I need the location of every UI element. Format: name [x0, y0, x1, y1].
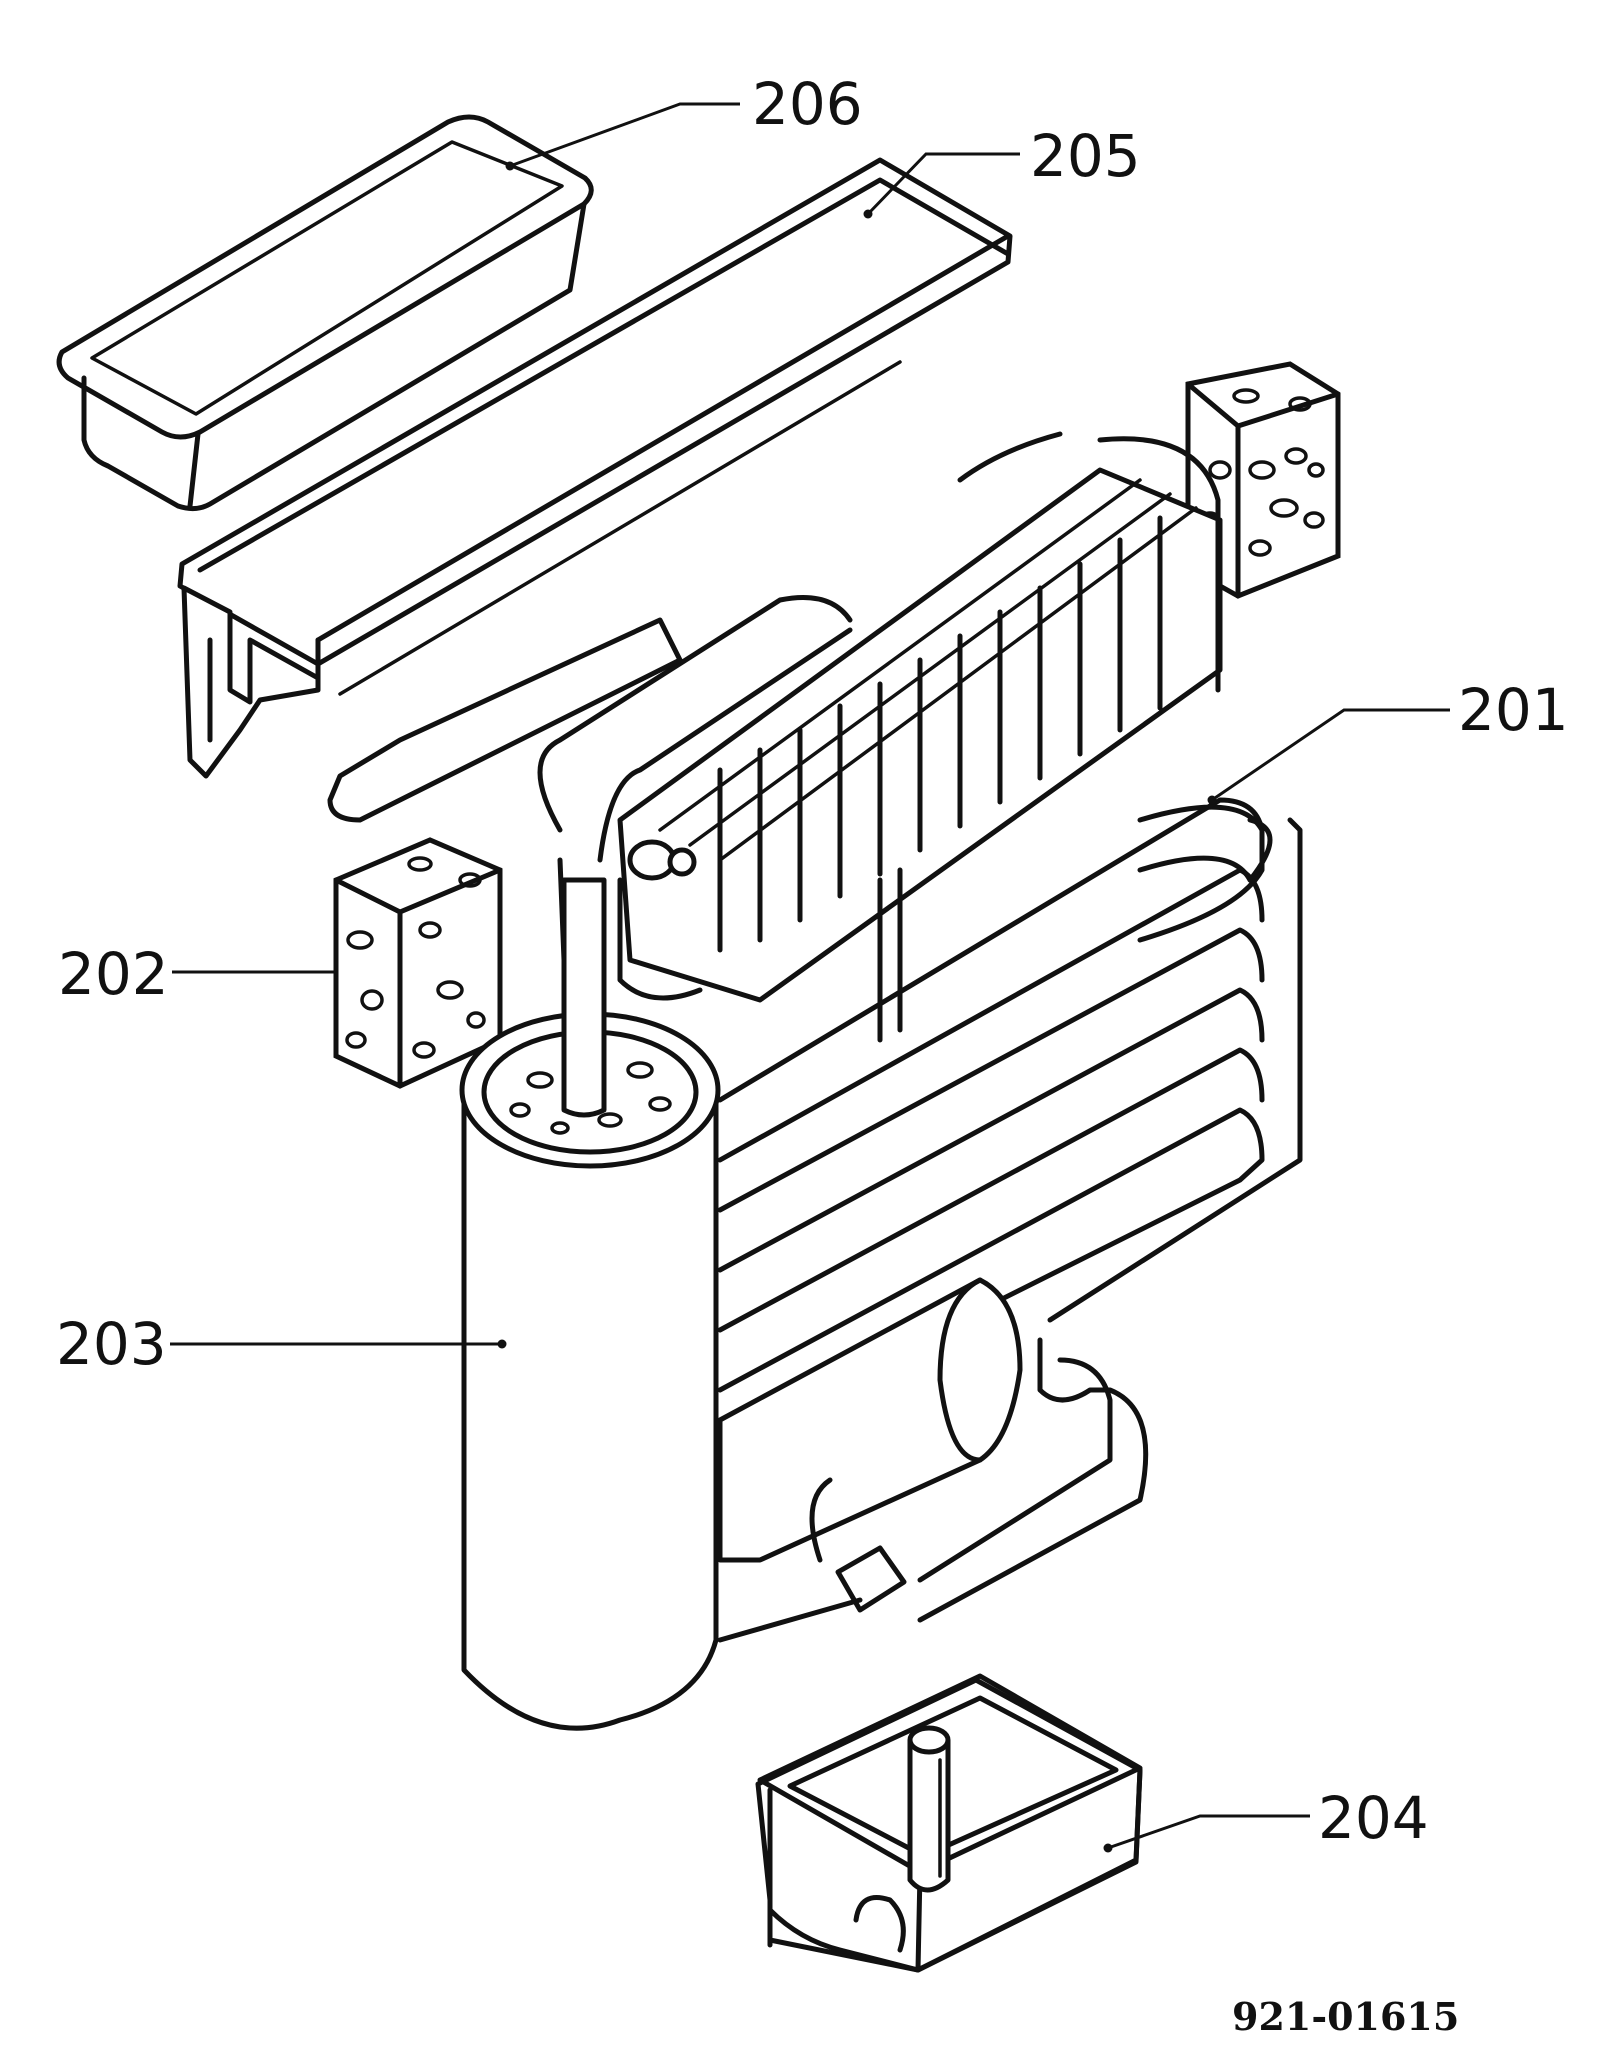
label-204: 204	[1318, 1784, 1429, 1852]
callout-203: 203	[56, 1310, 507, 1378]
coil-stack	[717, 797, 1303, 1443]
part-201-cooling-unit	[327, 431, 1303, 1643]
fin-set	[717, 515, 1163, 953]
callout-204: 204	[1103, 1784, 1429, 1853]
label-206: 206	[752, 70, 863, 138]
part-203-cylinder	[459, 877, 721, 1731]
label-202: 202	[58, 940, 169, 1008]
label-203: 203	[56, 1310, 167, 1378]
part-204-container	[755, 1673, 1143, 1973]
figure-id: 921-01615	[1232, 1994, 1459, 2039]
callout-205: 205	[863, 122, 1141, 219]
callout-206: 206	[505, 70, 863, 171]
callout-201: 201	[1207, 676, 1569, 805]
label-201: 201	[1458, 676, 1569, 744]
label-205: 205	[1030, 122, 1141, 190]
part-205-rail	[177, 157, 1013, 779]
part-202-foam-left	[333, 837, 503, 1089]
callout-202: 202	[58, 940, 336, 1008]
part-206-tray	[56, 114, 594, 512]
